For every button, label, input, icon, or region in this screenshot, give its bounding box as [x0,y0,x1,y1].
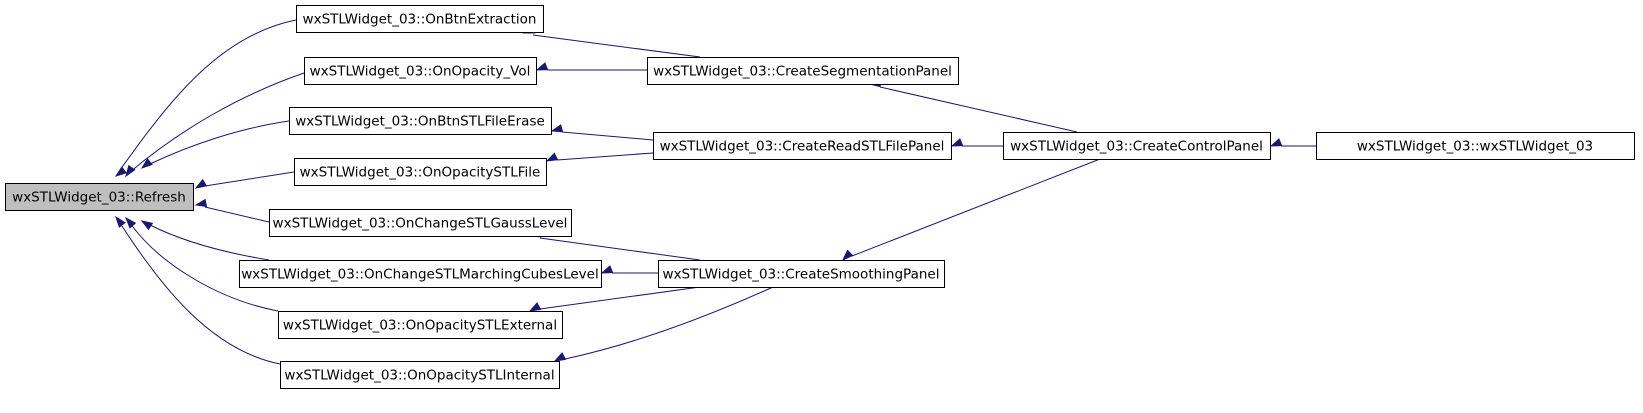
node-refresh[interactable]: wxSTLWidget_03::Refresh [5,183,194,211]
edge-btn-extraction-to-refresh [114,19,297,177]
node-opacity-stl-external[interactable]: wxSTLWidget_03::OnOpacitySTLExternal [278,311,563,339]
arrowhead-icon [841,249,854,262]
arrowhead-icon [140,220,154,231]
node-label: wxSTLWidget_03::CreateSegmentationPanel [653,64,952,80]
edge-line [539,237,701,261]
node-box[interactable] [304,57,537,85]
arrowhead-icon [550,124,564,133]
node-label: wxSTLWidget_03::OnOpacitySTLExternal [283,318,557,334]
arrowhead-icon [528,302,542,312]
node-change-marching-cubes[interactable]: wxSTLWidget_03::OnChangeSTLMarchingCubes… [239,260,602,288]
arrowhead-icon [545,152,559,162]
edge-btn-stl-file-erase-to-refresh [140,120,290,169]
edge-line [204,171,295,187]
node-opacity-vol[interactable]: wxSTLWidget_03::OnOpacity_Vol [304,57,537,85]
edge-line [149,224,270,261]
arrowhead-icon [194,178,208,189]
edge-line [119,19,297,171]
node-label: wxSTLWidget_03::CreateSmoothingPanel [663,267,940,283]
node-box[interactable] [280,361,560,389]
edge-line [561,131,654,141]
edge-create-read-stl-file-panel-to-btn-stl-file-erase [550,124,654,141]
node-label: wxSTLWidget_03::OnOpacitySTLFile [300,165,541,181]
arrowhead-icon [1269,138,1283,147]
node-label: wxSTLWidget_03::wxSTLWidget_03 [1357,139,1593,155]
node-label: wxSTLWidget_03::OnChangeSTLGaussLevel [273,216,568,232]
node-constructor[interactable]: wxSTLWidget_03::wxSTLWidget_03 [1316,132,1635,160]
node-label: wxSTLWidget_03::OnChangeSTLMarchingCubes… [241,267,598,283]
node-label: wxSTLWidget_03::OnOpacitySTLInternal [284,368,554,384]
edge-line [149,120,290,165]
edge-opacity-stl-external-to-refresh [125,216,279,312]
node-create-smoothing-panel[interactable]: wxSTLWidget_03::CreateSmoothingPanel [658,260,945,288]
node-box[interactable] [239,260,602,288]
node-create-segmentation-panel[interactable]: wxSTLWidget_03::CreateSegmentationPanel [647,57,959,85]
node-box[interactable] [289,107,552,135]
edge-line [129,222,279,312]
arrowhead-icon [553,352,567,362]
node-label: wxSTLWidget_03::OnOpacity_Vol [310,64,531,80]
arrowhead-icon [600,265,614,274]
edge-create-read-stl-file-panel-to-opacity-stl-file [545,152,654,162]
node-box[interactable] [296,5,544,33]
nodes-layer: wxSTLWidget_03::RefreshwxSTLWidget_03::O… [5,5,1635,389]
arrowhead-icon [950,138,964,147]
node-btn-stl-file-erase[interactable]: wxSTLWidget_03::OnBtnSTLFileErase [289,107,552,135]
edge-change-gauss-level-to-refresh [194,198,270,223]
edge-line [556,152,654,161]
node-change-gauss-level[interactable]: wxSTLWidget_03::OnChangeSTLGaussLevel [269,209,572,237]
edge-line [879,86,1078,133]
node-box[interactable] [653,132,952,160]
edge-line [851,158,1101,257]
node-label: wxSTLWidget_03::CreateReadSTLFilePanel [660,139,945,155]
node-create-read-stl-file-panel[interactable]: wxSTLWidget_03::CreateReadSTLFilePanel [653,132,952,160]
node-box[interactable] [647,57,959,85]
edge-create-control-panel-to-create-read-stl-file-panel [950,138,1003,147]
edge-opacity-vol-to-refresh [125,72,305,178]
node-label: wxSTLWidget_03::OnBtnSTLFileErase [295,114,545,130]
edge-create-control-panel-to-create-segmentation-panel [868,78,1078,133]
edge-line [119,222,281,365]
edge-opacity-stl-file-to-refresh [194,171,295,189]
edge-create-smoothing-panel-to-opacity-stl-internal [553,286,774,362]
node-box[interactable] [269,209,572,237]
edge-opacity-stl-internal-to-refresh [115,215,281,365]
edge-line [564,286,774,360]
arrowhead-icon [125,164,136,178]
node-box[interactable] [278,311,563,339]
node-btn-extraction[interactable]: wxSTLWidget_03::OnBtnExtraction [296,5,544,33]
edge-change-marching-cubes-to-refresh [140,220,270,261]
arrowhead-icon [535,62,549,71]
node-box[interactable] [1003,132,1271,160]
node-opacity-stl-internal[interactable]: wxSTLWidget_03::OnOpacitySTLInternal [280,361,560,389]
edge-create-segmentation-panel-to-opacity-vol [535,62,647,71]
node-box[interactable] [1316,132,1635,160]
edge-create-smoothing-panel-to-opacity-stl-external [528,286,701,312]
node-box[interactable] [294,158,547,186]
arrowhead-icon [125,216,137,229]
node-label: wxSTLWidget_03::Refresh [12,190,186,206]
arrowhead-icon [194,198,208,208]
arrowhead-icon [115,215,126,228]
edge-line [129,72,305,173]
edge-create-smoothing-panel-to-change-marching-cubes [600,265,658,274]
arrowhead-icon [114,166,127,177]
edge-line [204,206,270,223]
arrowhead-icon [140,158,153,169]
node-label: wxSTLWidget_03::CreateControlPanel [1010,139,1263,155]
edge-create-control-panel-to-create-smoothing-panel [841,158,1101,262]
edge-line [539,286,701,310]
node-opacity-stl-file[interactable]: wxSTLWidget_03::OnOpacitySTLFile [294,158,547,186]
edge-constructor-to-create-control-panel [1269,138,1316,147]
node-box[interactable] [5,183,194,211]
edge-create-segmentation-panel-to-btn-extraction [522,25,701,58]
node-box[interactable] [658,260,945,288]
edge-line [532,34,701,58]
node-create-control-panel[interactable]: wxSTLWidget_03::CreateControlPanel [1003,132,1271,160]
node-label: wxSTLWidget_03::OnBtnExtraction [303,12,537,28]
